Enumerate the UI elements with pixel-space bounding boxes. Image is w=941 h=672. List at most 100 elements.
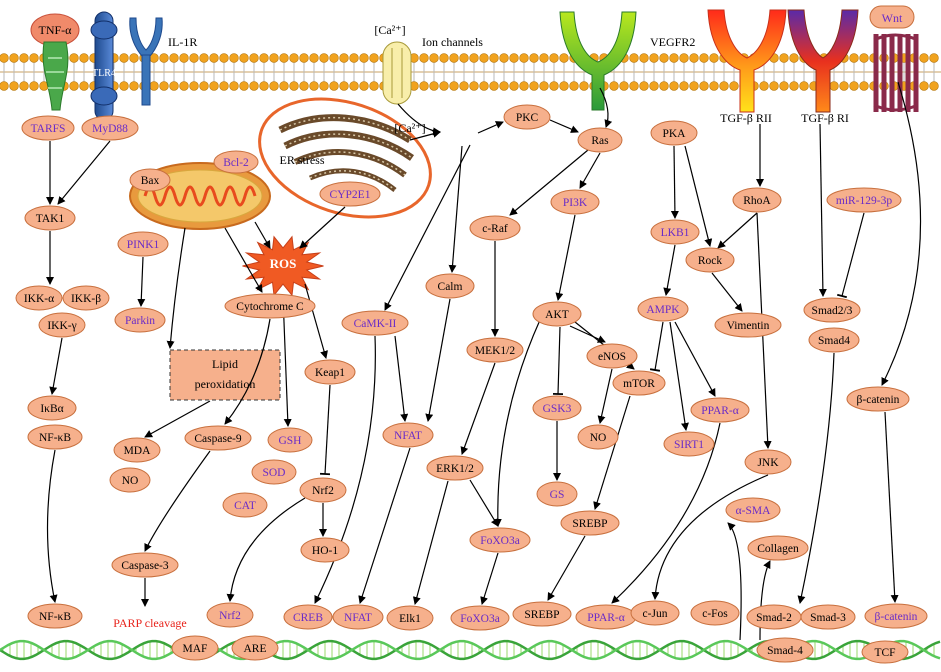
node-sod-label: SOD [262, 467, 285, 479]
node-pink1: PINK1 [117, 231, 169, 257]
node-nfkb2: NF-κB [27, 603, 83, 629]
node-no2: NO [577, 424, 619, 450]
node-tcf-label: TCF [874, 647, 895, 659]
node-cfos: c-Fos [690, 600, 740, 626]
node-ikkg: IKK-γ [38, 312, 86, 338]
node-cfos-label: c-Fos [702, 608, 728, 620]
node-enos: eNOS [586, 343, 638, 369]
node-maf: MAF [171, 635, 219, 661]
node-casp3: Caspase-3 [111, 552, 179, 578]
node-no1-label: NO [122, 475, 139, 487]
node-parkin-label: Parkin [125, 315, 155, 327]
tgf-rii-label: TGF-β RII [720, 111, 772, 125]
node-sirt1: SIRT1 [663, 431, 715, 457]
ros-label: ROS [270, 256, 297, 271]
node-ho1: HO-1 [300, 537, 350, 563]
node-rock-label: Rock [698, 255, 723, 267]
node-mda: MDA [113, 437, 161, 463]
node-jnk-label: JNK [757, 457, 779, 469]
node-cjun-label: c-Jun [643, 608, 668, 620]
vegfr2-receptor-icon [559, 11, 637, 111]
node-pka-label: PKA [662, 128, 686, 140]
node-creb-label: CREB [293, 612, 323, 624]
tlr4-label: TLR4 [92, 68, 116, 79]
node-are-label: ARE [244, 643, 267, 655]
node-srebp2: SREBP [512, 601, 572, 627]
node-srebp2-label: SREBP [524, 609, 559, 621]
node-asma-label: α-SMA [736, 505, 771, 517]
node-ikka-label: IKK-α [24, 293, 54, 305]
node-elk1: Elk1 [386, 605, 434, 631]
wnt-receptor-icon [873, 33, 919, 112]
node-srebp1: SREBP [560, 510, 620, 536]
node-cytc-label: Cytochrome C [236, 301, 304, 313]
er-stress-organelle [258, 97, 432, 219]
wnt-label: Wnt [882, 11, 903, 25]
node-sod: SOD [251, 459, 297, 485]
node-pi3k: PI3K [550, 189, 600, 215]
node-parkin: Parkin [114, 307, 166, 333]
node-myd88: MyD88 [81, 115, 139, 141]
node-bcl2: Bcl-2 [213, 150, 259, 174]
node-akt-label: AKT [545, 309, 569, 321]
node-tak1: TAK1 [24, 205, 76, 231]
node-elk1-label: Elk1 [399, 613, 421, 625]
node-are: ARE [231, 635, 279, 661]
ca-top-label: [Ca²⁺] [374, 23, 405, 37]
node-foxo2: FoXO3a [450, 605, 510, 631]
node-myd88-label: MyD88 [92, 123, 128, 135]
node-nfkb1: NF-κB [27, 424, 83, 450]
node-gsh-label: GSH [278, 435, 301, 447]
node-nrf2a: Nrf2 [299, 477, 347, 503]
tnf-receptor-icon [30, 13, 80, 111]
node-casp9: Caspase-9 [184, 425, 252, 451]
ion-channels-label: Ion channels [422, 35, 483, 49]
node-ikka: IKK-α [15, 285, 63, 311]
node-ppar2-label: PPAR-α [587, 612, 625, 624]
node-foxo1: FoXO3a [469, 527, 531, 553]
node-nfkb2-label: NF-κB [39, 611, 71, 623]
cell-membrane [0, 53, 941, 91]
node-foxo2-label: FoXO3a [460, 613, 500, 625]
node-nfat1: NFAT [382, 422, 434, 448]
node-ikkg-label: IKK-γ [47, 320, 76, 332]
node-smad3-label: Smad-3 [810, 612, 846, 624]
node-tarfs-label: TARFS [31, 123, 66, 135]
node-mir-label: miR-129-3p [836, 195, 892, 207]
node-nrf2a-label: Nrf2 [312, 485, 334, 497]
node-smad23: Smad2/3 [803, 297, 861, 323]
node-calm: Calm [425, 273, 475, 299]
il1r-receptor-icon [129, 17, 163, 106]
lipid-label-2: peroxidation [195, 377, 256, 391]
node-bcat2-label: β-catenin [875, 611, 918, 623]
node-keap1-label: Keap1 [315, 367, 345, 379]
node-nfat2: NFAT [332, 604, 384, 630]
node-mtor-label: mTOR [623, 378, 655, 390]
node-casp9-label: Caspase-9 [194, 433, 242, 445]
node-craf: c-Raf [469, 215, 521, 241]
node-nfkb1-label: NF-κB [39, 432, 71, 444]
node-cytc: Cytochrome C [224, 293, 316, 319]
node-rhoa: RhoA [732, 187, 782, 213]
node-mtor: mTOR [612, 370, 666, 396]
lipid-peroxidation-box [169, 349, 281, 401]
parp-cleavage-label: PARP cleavage [113, 616, 186, 630]
node-ampk-label: AMPK [646, 304, 680, 316]
node-ppar2: PPAR-α [575, 604, 637, 630]
node-bcat2: β-catenin [864, 603, 928, 629]
node-ppar1-label: PPAR-α [701, 405, 739, 417]
node-smad4b: Smad-4 [756, 637, 814, 663]
node-smad3: Smad-3 [800, 604, 856, 630]
node-craf-label: c-Raf [482, 223, 508, 235]
node-keap1: Keap1 [304, 359, 356, 385]
tlr4-receptor-icon [90, 11, 118, 121]
node-pkc-label: PKC [516, 112, 539, 124]
node-coll-label: Collagen [757, 543, 799, 555]
node-smad4a: Smad4 [808, 327, 860, 353]
node-vim-label: Vimentin [727, 320, 770, 332]
node-nfat1-label: NFAT [394, 430, 422, 442]
node-casp3-label: Caspase-3 [121, 560, 169, 572]
node-cjun: c-Jun [630, 600, 680, 626]
node-ras-label: Ras [591, 135, 609, 147]
